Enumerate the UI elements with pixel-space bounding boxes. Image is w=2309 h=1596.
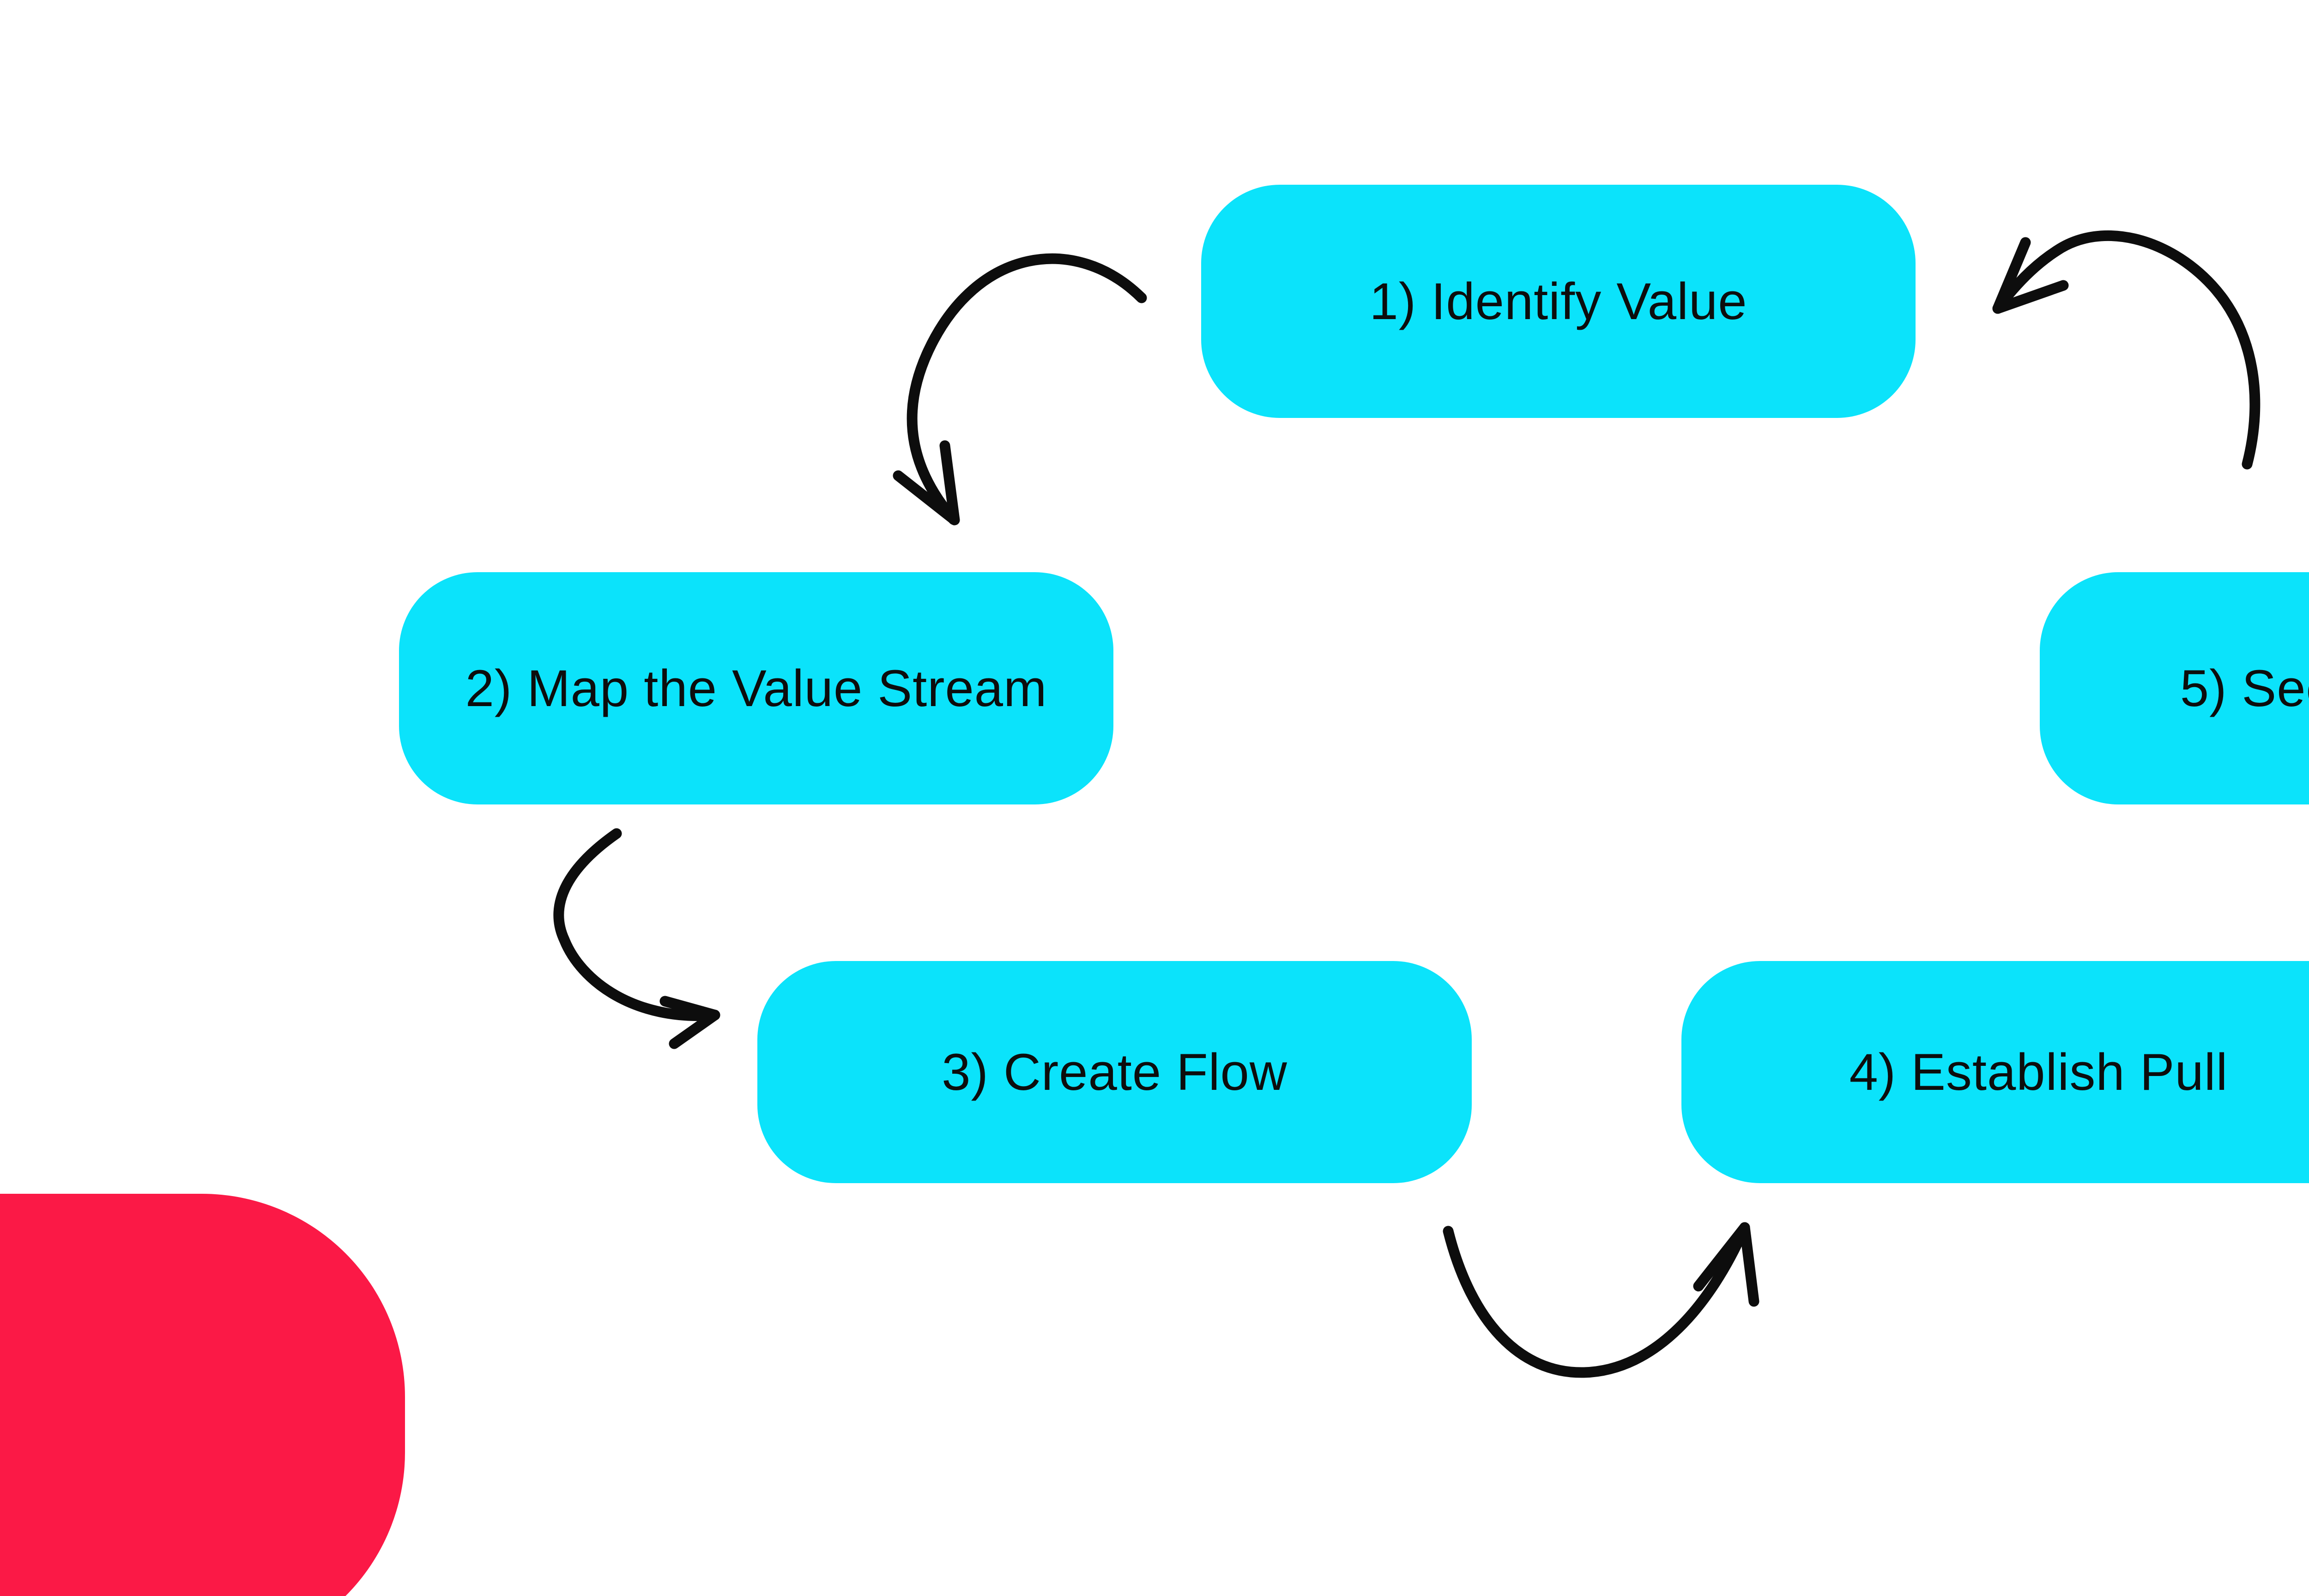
node-create-flow-label: 3) Create Flow [942, 1043, 1287, 1101]
node-map-value-stream-label: 2) Map the Value Stream [465, 659, 1047, 717]
arrow-flow-to-pull [1443, 1222, 1759, 1378]
red-pill-decoration [0, 1194, 405, 1596]
node-seek-perfection: 5) Seek Perfection [2040, 572, 2309, 804]
node-map-value-stream: 2) Map the Value Stream [399, 572, 1113, 804]
arrow-map-to-flow [553, 828, 720, 1049]
node-seek-perfection-label: 5) Seek Perfection [2180, 659, 2309, 717]
arrow-perfection-to-identify [1992, 230, 2261, 470]
arrow-identify-to-map [893, 253, 1147, 526]
node-identify-value: 1) Identify Value [1201, 185, 1916, 418]
node-establish-pull: 4) Establish Pull [1681, 961, 2309, 1183]
node-establish-pull-label: 4) Establish Pull [1849, 1043, 2228, 1101]
node-identify-value-label: 1) Identify Value [1369, 272, 1747, 330]
node-create-flow: 3) Create Flow [757, 961, 1472, 1183]
